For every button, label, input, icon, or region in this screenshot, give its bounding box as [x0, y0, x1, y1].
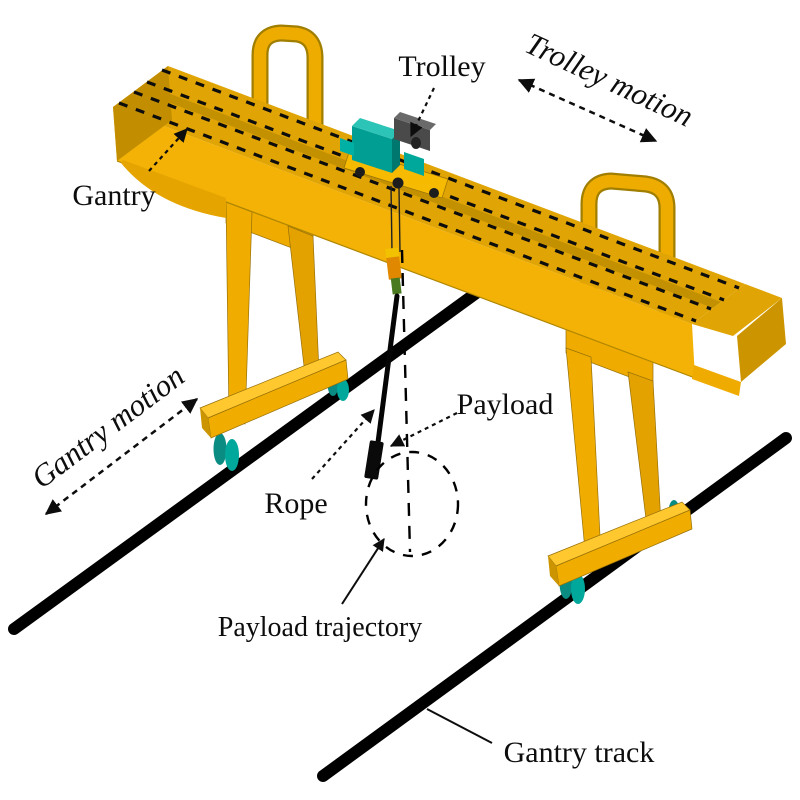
- left-leg-wheels: [213, 372, 349, 471]
- label-rope: Rope: [264, 487, 327, 520]
- gantry-rail-left: [8, 285, 485, 635]
- payload-trajectory-circle: [364, 450, 460, 558]
- hook-block: [385, 247, 402, 295]
- pointer-rope: [311, 409, 375, 480]
- left-leg: [199, 195, 349, 471]
- pointer-gantry: [148, 128, 188, 172]
- right-leg: [547, 325, 693, 604]
- plumb-dashed-line: [400, 249, 412, 553]
- label-payload: Payload: [457, 388, 554, 421]
- right-leg-arch: [580, 172, 676, 322]
- gantry-rail-right: [317, 432, 792, 782]
- pointer-payload-trajectory: [341, 538, 385, 605]
- label-trolley-motion: Trolley motion: [520, 25, 698, 133]
- label-gantry-motion: Gantry motion: [25, 358, 191, 495]
- arrow-trolley-motion: [517, 78, 658, 143]
- rope-line: [374, 293, 400, 453]
- hoist-cables: [390, 185, 401, 253]
- label-gantry: Gantry: [72, 179, 155, 212]
- pointer-payload: [389, 412, 458, 447]
- label-payload-trajectory: Payload trajectory: [218, 612, 422, 643]
- label-trolley: Trolley: [398, 50, 485, 83]
- payload-box: [364, 440, 384, 480]
- pointer-trolley: [410, 87, 435, 138]
- pointer-gantry-track: [426, 708, 493, 744]
- arrow-gantry-motion: [44, 398, 199, 515]
- left-leg-arch: [251, 24, 324, 138]
- label-gantry-track: Gantry track: [504, 736, 655, 769]
- trolley: [340, 112, 449, 199]
